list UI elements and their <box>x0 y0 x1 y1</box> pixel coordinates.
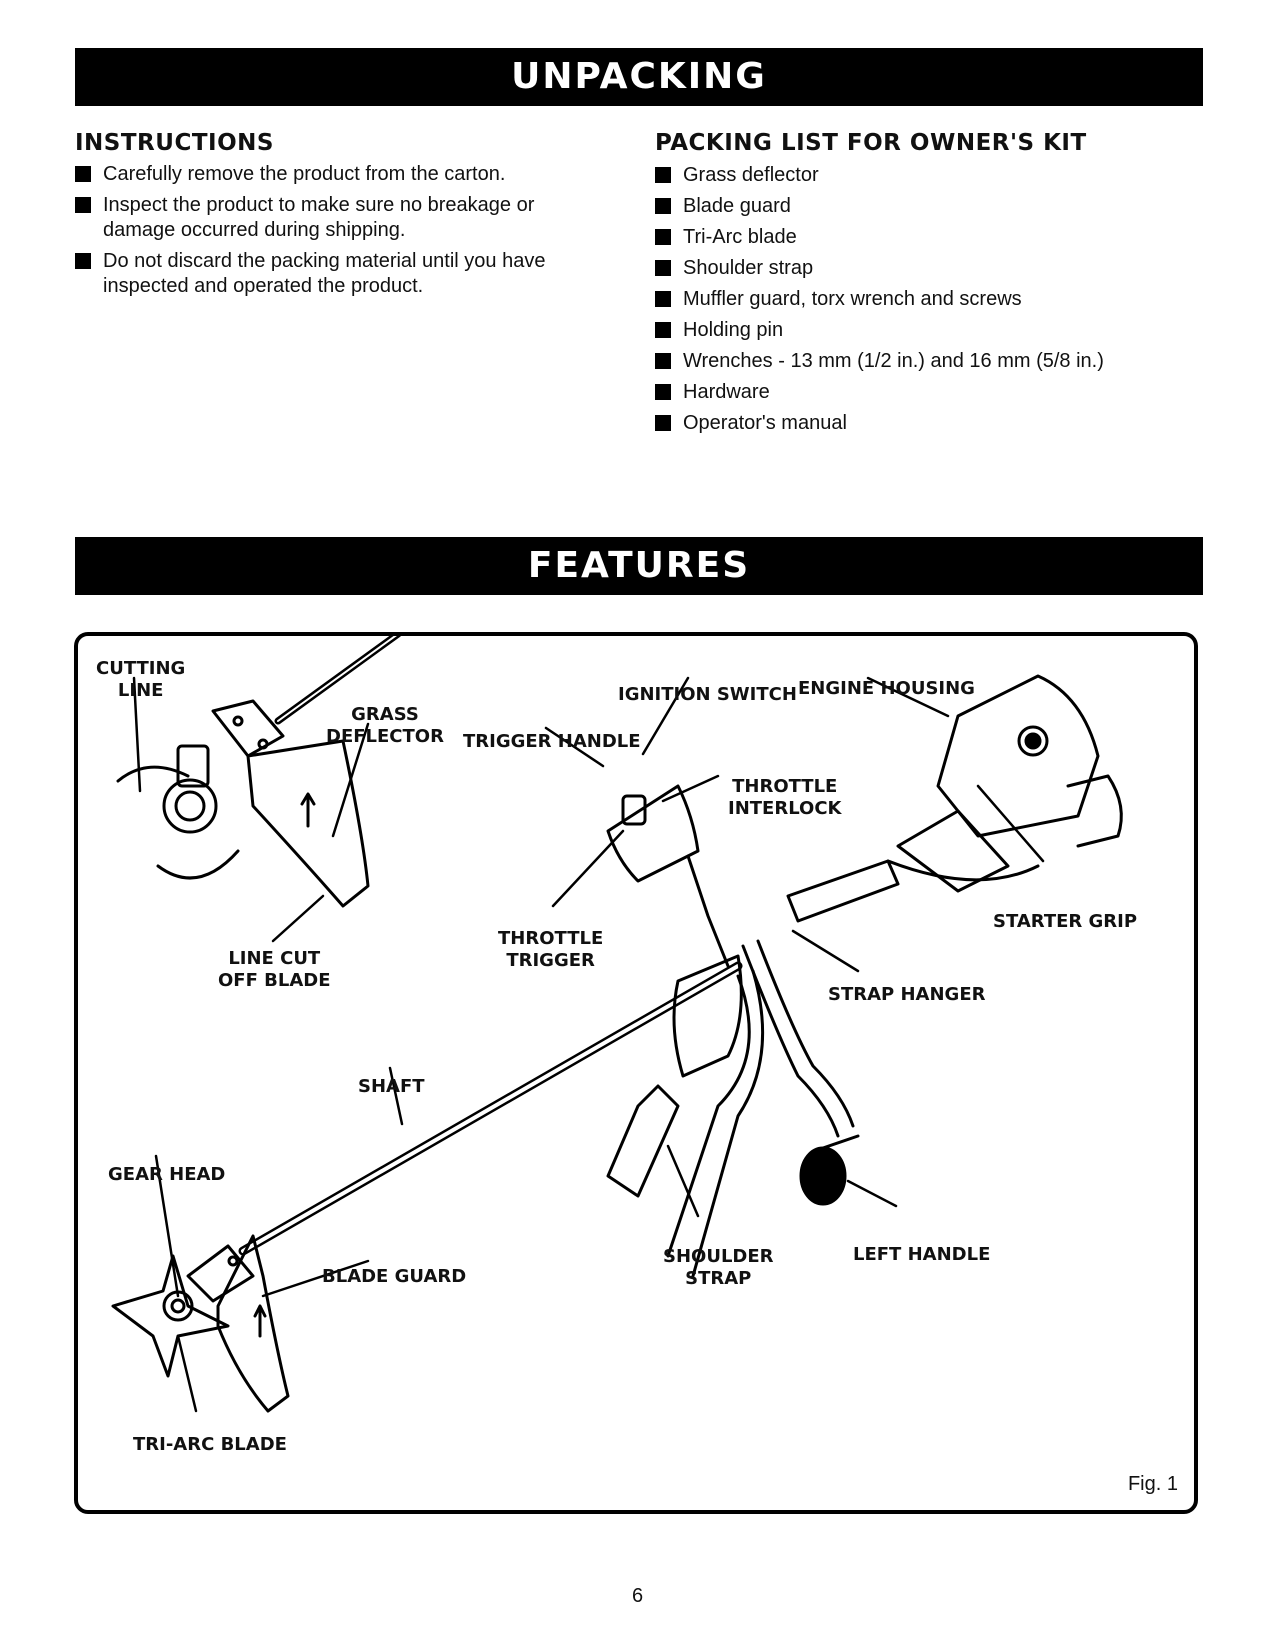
list-item: Tri-Arc blade <box>655 225 1215 250</box>
list-item: Inspect the product to make sure no brea… <box>75 193 575 243</box>
bullet-square-icon <box>655 229 671 245</box>
label-left-handle: LEFT HANDLE <box>853 1244 991 1265</box>
bullet-square-icon <box>75 197 91 213</box>
list-item: Hardware <box>655 380 1215 405</box>
instructions-list: Carefully remove the product from the ca… <box>75 162 575 305</box>
list-item: Grass deflector <box>655 163 1215 188</box>
list-item: Carefully remove the product from the ca… <box>75 162 575 187</box>
page-number: 6 <box>631 1585 644 1607</box>
label-strap-hanger: STRAP HANGER <box>828 984 986 1005</box>
bullet-square-icon <box>655 198 671 214</box>
label-ignition-switch: IGNITION SWITCH <box>618 684 797 705</box>
list-item: Blade guard <box>655 194 1215 219</box>
label-gear-head: GEAR HEAD <box>108 1164 226 1185</box>
bullet-square-icon <box>655 167 671 183</box>
trimmer-illustration <box>111 636 1123 1413</box>
bullet-square-icon <box>655 353 671 369</box>
unpacking-title: UNPACKING <box>511 56 767 97</box>
packing-list: Grass deflector Blade guard Tri-Arc blad… <box>655 163 1215 442</box>
bullet-square-icon <box>655 260 671 276</box>
features-banner: FEATURES <box>75 537 1203 595</box>
list-item: Do not discard the packing material unti… <box>75 249 575 299</box>
label-shaft: SHAFT <box>358 1076 425 1097</box>
bullet-square-icon <box>75 253 91 269</box>
bullet-square-icon <box>75 166 91 182</box>
features-title: FEATURES <box>527 545 751 586</box>
label-blade-guard: BLADE GUARD <box>322 1266 467 1287</box>
list-item: Holding pin <box>655 318 1215 343</box>
unpacking-banner: UNPACKING <box>75 48 1203 106</box>
list-item: Shoulder strap <box>655 256 1215 281</box>
list-item: Muffler guard, torx wrench and screws <box>655 287 1215 312</box>
label-starter-grip: STARTER GRIP <box>993 911 1138 932</box>
packing-list-heading: PACKING LIST FOR OWNER'S KIT <box>655 130 1087 156</box>
bullet-square-icon <box>655 322 671 338</box>
label-tri-arc-blade: TRI-ARC BLADE <box>133 1434 287 1455</box>
bullet-square-icon <box>655 291 671 307</box>
bullet-square-icon <box>655 384 671 400</box>
list-item: Wrenches - 13 mm (1/2 in.) and 16 mm (5/… <box>655 349 1215 374</box>
list-item: Operator's manual <box>655 411 1215 436</box>
figure-caption: Fig. 1 <box>1127 1473 1178 1495</box>
instructions-heading: INSTRUCTIONS <box>75 130 274 156</box>
label-engine-housing: ENGINE HOUSING <box>798 678 975 699</box>
label-trigger-handle: TRIGGER HANDLE <box>463 731 641 752</box>
bullet-square-icon <box>655 415 671 431</box>
